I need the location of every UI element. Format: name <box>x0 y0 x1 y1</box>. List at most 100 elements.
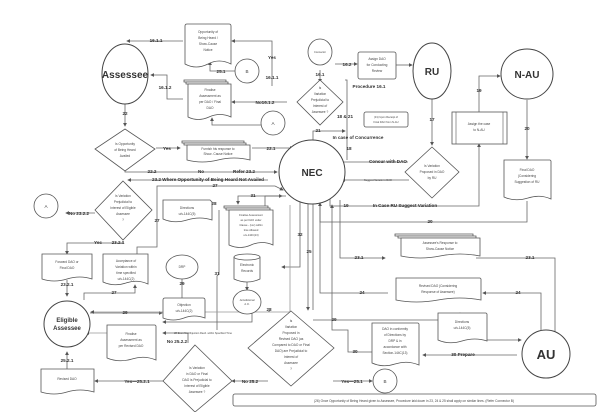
drp-label: DRP <box>179 265 186 269</box>
actor-drp[interactable]: DRP <box>165 254 199 280</box>
decision-text: Is <box>290 319 293 323</box>
edge-label: 22 <box>122 111 128 116</box>
doc-revised-dao-response[interactable]: Revised DAO (Considering Response of Ass… <box>395 277 482 303</box>
decision-text: Prejudicial to <box>114 200 132 204</box>
actor-n-au[interactable]: N-AU <box>500 48 554 100</box>
decision-opportunity-availed[interactable]: Is Opportunity of Being Heard Availed <box>94 128 156 172</box>
decision-text: Assessee <box>116 212 130 216</box>
edge-label: 22.1 <box>267 146 276 151</box>
doc-acceptance[interactable]: Acceptance of Variation within time spec… <box>102 253 149 286</box>
connector-b-bottom[interactable]: B <box>372 368 398 394</box>
edge-label: 23.2.1 <box>61 282 74 287</box>
doc-text: Forward DAO or <box>55 260 79 264</box>
actor-eligible-assessee[interactable]: Eligible Assessee <box>43 300 91 348</box>
decision-prejudicial-assessee[interactable]: Is Variation Prejudicial to Interest of … <box>296 79 344 126</box>
box-text: Review <box>372 69 383 73</box>
actor-au-label: AU <box>537 347 556 362</box>
decision-text: ? <box>290 367 292 371</box>
edge-a-finalise <box>210 117 262 126</box>
actor-ru[interactable]: RU <box>412 42 452 100</box>
decision-prejudicial-eligible[interactable]: Is Variation Prejudicial to Interest of … <box>94 180 153 241</box>
decision-text: Proposed in DAO <box>420 170 445 174</box>
edge-label: 30 Prepare <box>451 352 475 357</box>
cylinder-electronic-records[interactable]: Electronic Records <box>233 253 261 283</box>
doc-text: Section-144C(13) <box>383 351 408 355</box>
jurisdictional-ao[interactable]: Jurisdictional A.O. <box>232 289 262 315</box>
doc-text: Variation within <box>115 265 137 269</box>
edge-label: Yes <box>163 146 171 151</box>
edge-yes-notice <box>231 39 273 86</box>
doc-assessee-response[interactable]: Assessee's Response to Show-Cause Notice <box>394 233 481 259</box>
decision-text: Interest of <box>284 355 298 359</box>
edge-label: 16.1 <box>316 72 325 77</box>
connector-a-top[interactable]: A <box>260 110 286 136</box>
doc-final-dao-ru[interactable]: Final DAO (Considering Suggestion of RU <box>503 159 552 201</box>
actor-nec[interactable]: NEC <box>278 139 346 205</box>
decision-text: Availed <box>120 154 131 158</box>
edge-27b <box>83 284 137 300</box>
edge-label: Yes <box>94 240 102 245</box>
doc-revised-dao[interactable]: Revised DAO <box>40 368 95 395</box>
doc-text: Final DAO <box>520 168 535 172</box>
connector-node[interactable]: Connector <box>307 38 333 66</box>
edge-label: 27 <box>212 183 218 188</box>
actor-au[interactable]: AU <box>521 329 571 379</box>
doc-directions-5b[interactable]: Directions u/s-144C(5) <box>437 312 488 344</box>
doc-directions-5a[interactable]: Directions u/s-144C(5) <box>162 199 213 223</box>
edge-label: No 25.2 <box>242 379 259 384</box>
box-upon-receipt[interactable]: (31) Upon Receipt of Final DAO from N-AU <box>363 111 409 128</box>
decision-text: Variation <box>314 92 327 96</box>
decision-final-prejudicial[interactable]: Is Variation in DAO or Final DAO is Prej… <box>162 344 233 412</box>
edge-27a <box>136 185 284 264</box>
doc-text: Assessment as <box>199 94 221 98</box>
edge-no-25-2-2 <box>162 331 189 343</box>
doc-text: Suggestion of RU <box>515 180 541 184</box>
decision-text: Revised DAO (as <box>279 337 304 341</box>
doc-finalise-13[interactable]: Finalise Assessment as per DAO under Cla… <box>223 205 274 248</box>
doc-text: time Allowed <box>244 228 259 232</box>
edge-label: No 23.2.2 <box>69 211 90 216</box>
connector-b-top[interactable]: B <box>234 58 260 84</box>
edge-19b <box>329 143 481 207</box>
edges <box>65 39 557 383</box>
decision-text: Assessee ? <box>312 110 329 114</box>
doc-furnish-response[interactable]: Furnish his response to Show- Cause Noti… <box>181 140 251 163</box>
edge-label: 29 <box>331 317 337 322</box>
doc-opportunity-notice[interactable]: Opportunity of Being Heard / Show-Cause … <box>184 23 232 68</box>
doc-finalise-revised[interactable]: Finalise Assessment as per Revised DAO <box>106 324 157 362</box>
doc-text: Directions <box>180 206 195 210</box>
doc-text: Response of Assessee) <box>421 290 455 294</box>
edge-label: 31 <box>214 271 220 276</box>
edge-label: 16.1.1 <box>266 75 279 80</box>
decision-text: ? <box>122 218 124 222</box>
decision-text: by RU <box>428 176 438 180</box>
connector-a-left[interactable]: A <box>33 193 59 219</box>
box-assign-n-au[interactable]: Assign the case to N-AU <box>451 111 508 145</box>
doc-finalise-dao[interactable]: Finalise Assessment as per DAO / Final D… <box>183 79 232 120</box>
edge-label: 32 <box>297 232 303 237</box>
actor-assessee[interactable]: Assessee <box>101 43 149 105</box>
actor-ru-label: RU <box>425 67 439 78</box>
box-assign-dao[interactable]: Assign DAO for Conducting Review <box>357 51 397 80</box>
note-text: (26) Once Opportunity of Being Heard giv… <box>314 399 514 403</box>
edge-label: 25.1 <box>217 69 226 74</box>
edge-label: Suggest Variatin in DAO <box>364 178 392 182</box>
connector-a-left-label: A <box>44 204 48 209</box>
edge-label: 23.2.1 <box>112 240 125 245</box>
edge-30 <box>330 204 376 353</box>
doc-objection[interactable]: Objection u/s-144C(2) <box>162 297 206 321</box>
edge-label: In case of Concurrence <box>333 135 384 140</box>
decision-text: Proposed in <box>282 331 299 335</box>
decision-variation-ru[interactable]: Is Variation Proposed in DAO by RU <box>404 146 460 199</box>
decision-text: Is Variation <box>115 194 131 198</box>
decision-revised-prejudicial[interactable]: Is Variation Proposed in Revised DAO (as… <box>247 310 335 387</box>
doc-forward-dao[interactable]: Forward DAO or Final DAO <box>41 253 93 282</box>
doc-dao-conformity[interactable]: DAO in conformity of Directions by DRP &… <box>371 322 420 367</box>
doc-text: Clause - (xxx) within <box>239 223 263 227</box>
decision-text: Compared to DAO or Final <box>272 343 310 347</box>
decision-text: DAO is Prejudicial to <box>182 378 211 382</box>
edge-label: 30 <box>352 349 358 354</box>
doc-text: Being Heard / <box>198 36 218 40</box>
decision-text: in DAO or Final <box>186 372 208 376</box>
